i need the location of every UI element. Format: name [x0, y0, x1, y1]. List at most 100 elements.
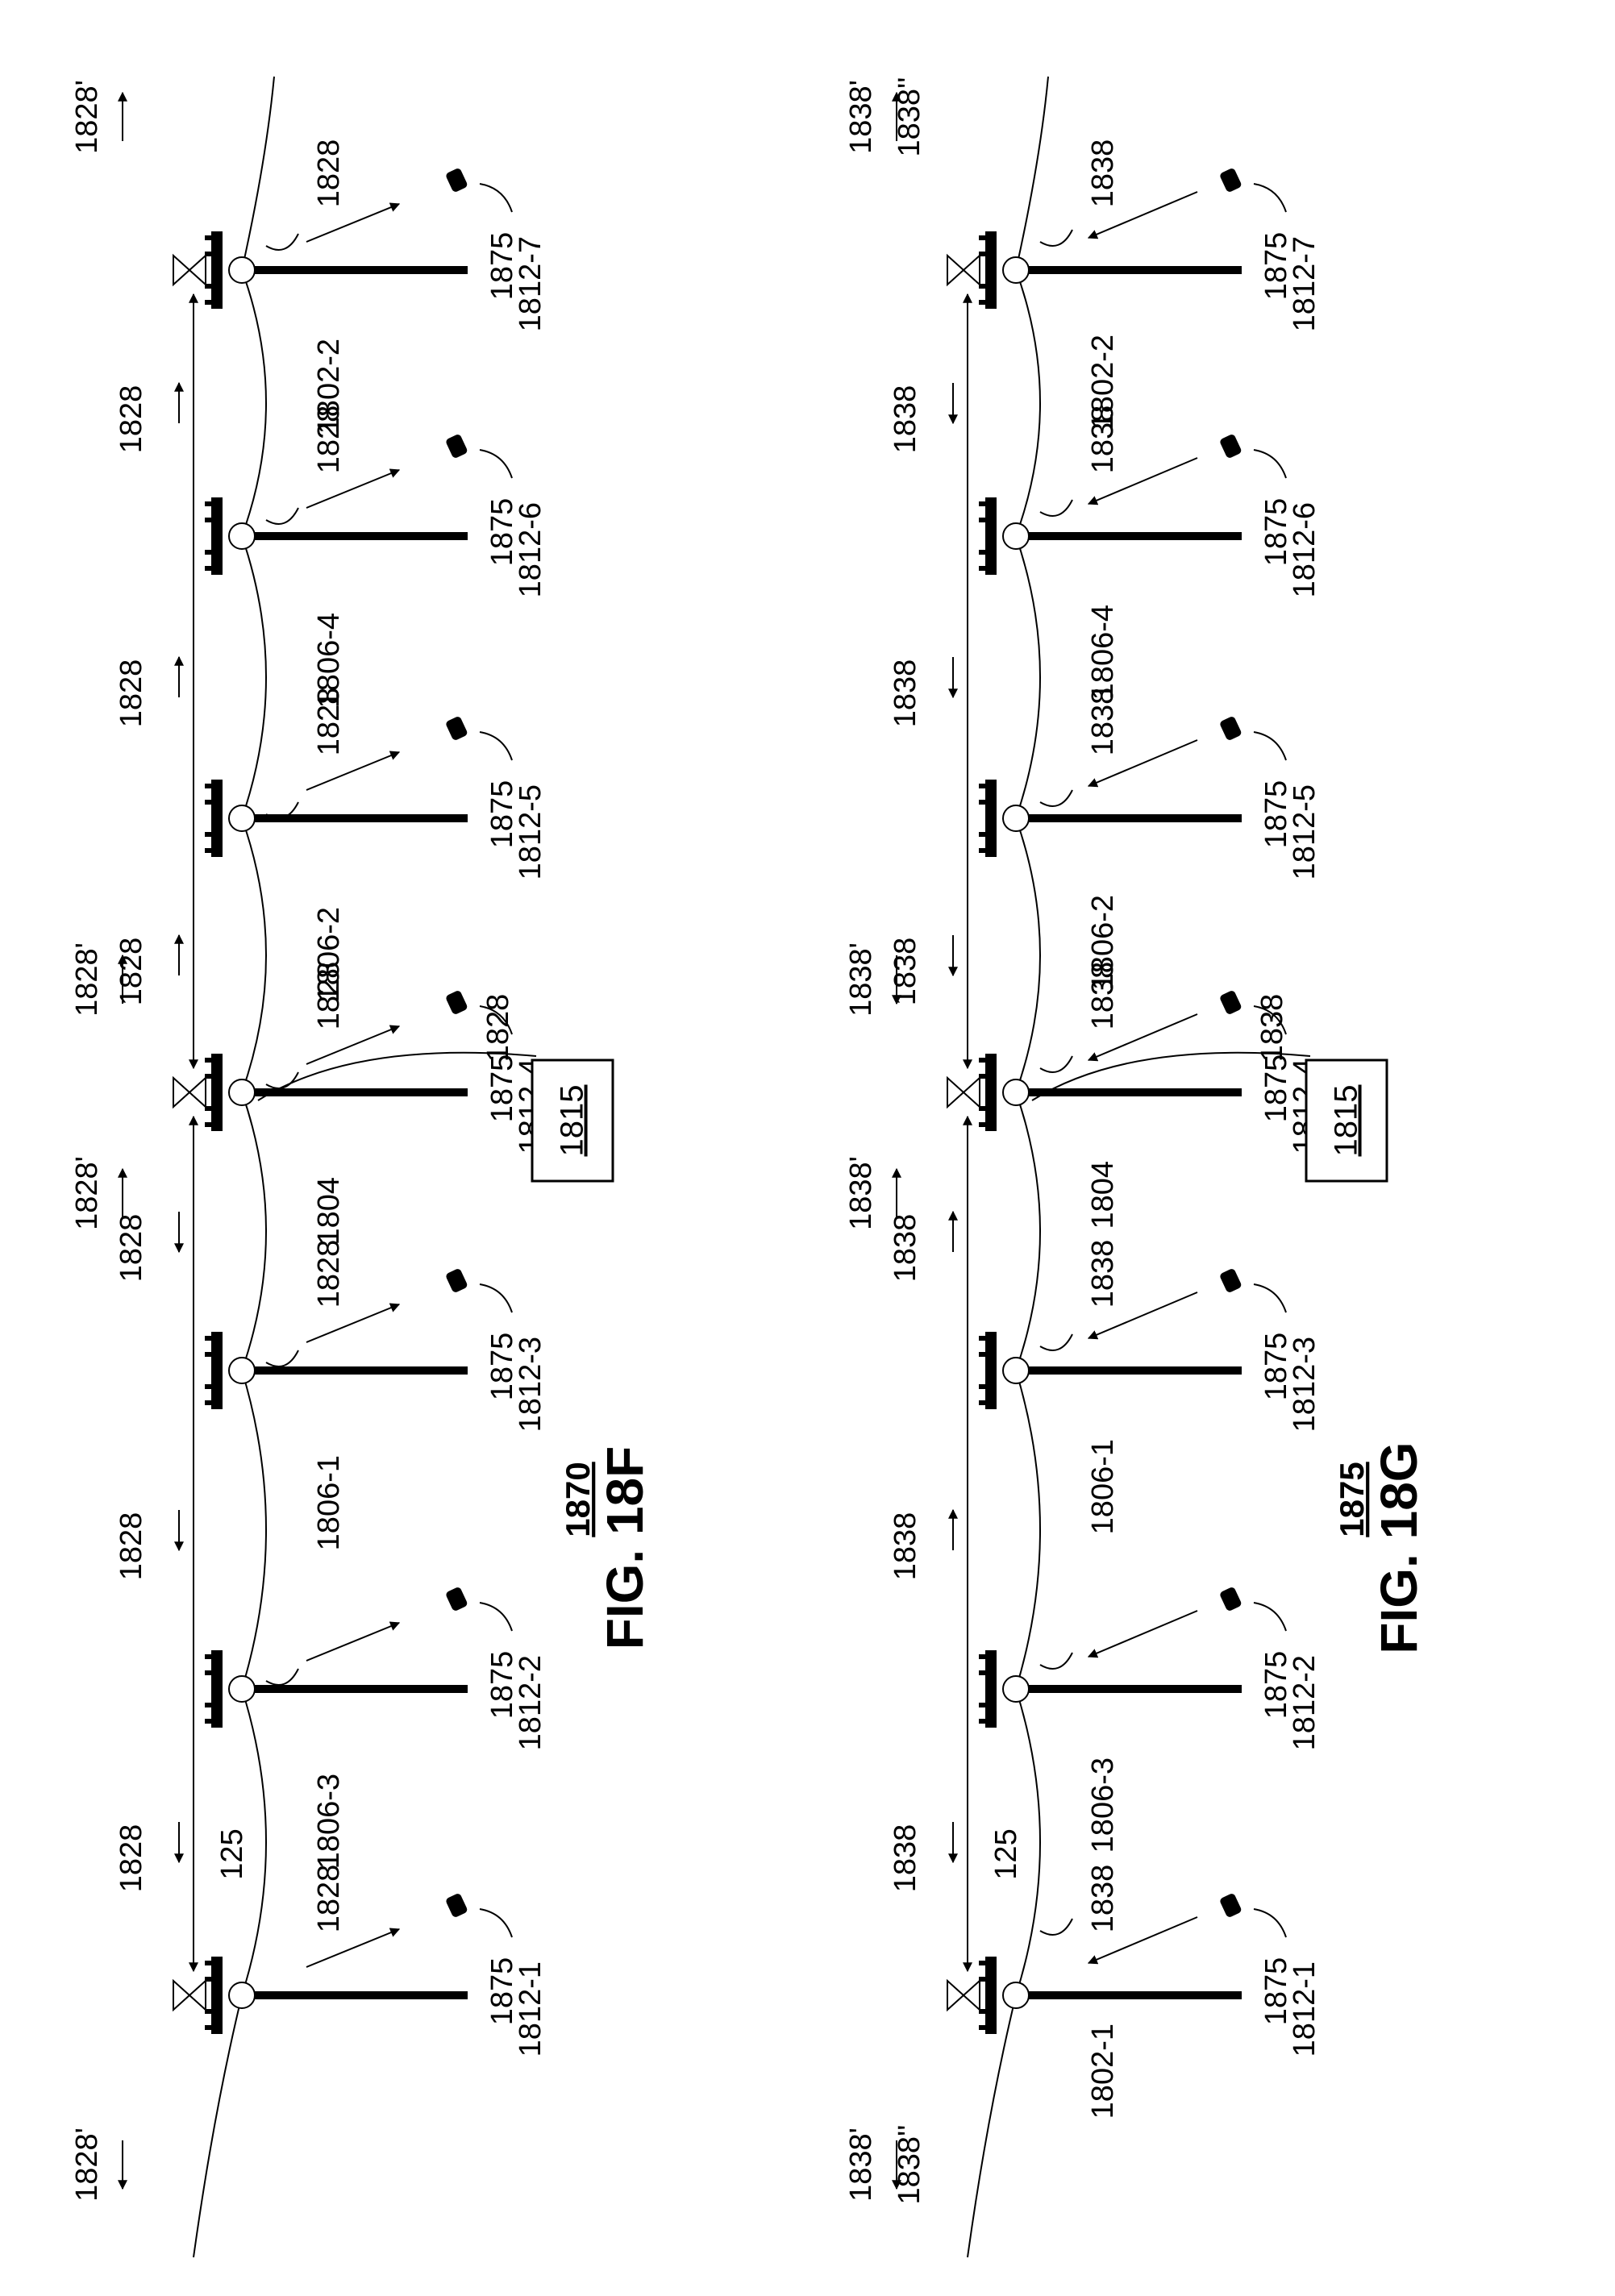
- node-label: 1806-2: [312, 907, 346, 1002]
- mobile-device-icon: [1220, 1269, 1242, 1292]
- node-label: 1806-4: [1086, 605, 1120, 700]
- insulator: [205, 832, 213, 837]
- node-label: 1802-1: [1086, 2024, 1120, 2119]
- insulator: [205, 252, 213, 256]
- signal-arrow: [1087, 1013, 1198, 1062]
- mobile-device-icon: [446, 1587, 468, 1611]
- segment-signal-label: 1838: [889, 938, 922, 1006]
- leader-line: [265, 1350, 299, 1367]
- insulator: [205, 848, 213, 853]
- pole-shaft: [255, 1991, 468, 1999]
- line-label: 125: [215, 1828, 249, 1879]
- insulator: [979, 1719, 987, 1724]
- insulator: [979, 848, 987, 853]
- crossarm: [211, 1957, 223, 2034]
- leader-line: [479, 1005, 513, 1035]
- utility-pole: 1875: [979, 231, 1293, 309]
- mobile-device-icon: [446, 1894, 468, 1917]
- signal-label: 1838: [1086, 1240, 1120, 1308]
- mobile-device-icon: [446, 1269, 468, 1292]
- insulator: [979, 518, 987, 522]
- leader-line: [1039, 1055, 1073, 1073]
- signal-arrow: [306, 1928, 401, 1968]
- crossarm: [211, 231, 223, 309]
- antenna-node-icon: [1002, 256, 1030, 284]
- insulator: [979, 1336, 987, 1341]
- power-line: [193, 76, 275, 2258]
- node-label: 1802-2: [1086, 335, 1120, 430]
- leader-line: [1253, 731, 1287, 761]
- backhaul-label: 1838': [844, 1156, 878, 1230]
- controller-box-label: 1815: [1329, 1085, 1364, 1157]
- node-label: 1802-2: [312, 339, 346, 434]
- insulator: [979, 2025, 987, 2030]
- insulator: [979, 300, 987, 305]
- pole-label: 1875: [485, 232, 519, 301]
- insulator: [979, 284, 987, 289]
- antenna-node-icon: [228, 1079, 256, 1106]
- crossarm: [985, 1957, 997, 2034]
- device-label: 1812-6: [1288, 502, 1322, 597]
- insulator: [205, 518, 213, 522]
- crossarm: [211, 780, 223, 857]
- pole-label: 1875: [1259, 1957, 1293, 2026]
- signal-label: 1828: [312, 406, 346, 474]
- insulator: [979, 800, 987, 805]
- insulator: [205, 1654, 213, 1659]
- backhaul-label: 1828': [70, 942, 104, 1017]
- antenna-node-icon: [228, 522, 256, 550]
- device-label: 1812-1: [1288, 1961, 1322, 2057]
- mobile-device-icon: [1220, 168, 1242, 192]
- insulator: [979, 1352, 987, 1357]
- pole-shaft: [1029, 814, 1242, 822]
- insulator: [979, 235, 987, 240]
- backhaul-label: 1828': [70, 80, 104, 154]
- signal-label: 1828: [312, 962, 346, 1030]
- mobile-device-icon: [1220, 1894, 1242, 1917]
- segment-signal-label: 1838: [889, 1824, 922, 1893]
- pole-shaft: [255, 266, 468, 274]
- device-label: 1812-5: [1288, 784, 1322, 880]
- node-label: 1806-2: [1086, 895, 1120, 990]
- controller-box: [531, 1059, 614, 1183]
- connector-icon: [173, 253, 206, 287]
- crossarm: [985, 1054, 997, 1131]
- leader-line: [1253, 1908, 1287, 1938]
- insulator: [205, 1400, 213, 1405]
- utility-pole: 1875: [205, 780, 519, 857]
- controller-link: [257, 1051, 537, 1101]
- mobile-device-icon: [1220, 717, 1242, 740]
- node-label: 1804: [1086, 1161, 1120, 1229]
- insulator: [205, 784, 213, 788]
- leader-line: [265, 507, 299, 525]
- signal-arrow: [1087, 1292, 1198, 1340]
- pole-label: 1875: [485, 1333, 519, 1401]
- insulator: [205, 235, 213, 240]
- crossarm: [211, 1054, 223, 1131]
- insulator: [979, 1106, 987, 1111]
- line-label: 125: [989, 1828, 1023, 1879]
- leader-line: [1039, 499, 1073, 517]
- signal-arrow: [306, 1621, 401, 1662]
- insulator: [979, 832, 987, 837]
- crossarm: [211, 497, 223, 575]
- insulator: [205, 1719, 213, 1724]
- leader-line: [1039, 1652, 1073, 1670]
- leader-line: [1253, 1005, 1287, 1035]
- mobile-device-icon: [446, 435, 468, 458]
- pole-label: 1875: [485, 1054, 519, 1123]
- device-label: 1812-3: [514, 1337, 547, 1432]
- segment-signal-label: 1828: [114, 1512, 148, 1581]
- antenna-node-icon: [1002, 1079, 1030, 1106]
- pole-shaft: [255, 1088, 468, 1096]
- utility-pole: 1875: [205, 1650, 519, 1728]
- node-label: 1806-4: [312, 613, 346, 708]
- insulator: [979, 1961, 987, 1965]
- pole-label: 1875: [1259, 1054, 1293, 1123]
- signal-label: 1838: [1086, 139, 1120, 208]
- figure-ref: 1875: [1333, 1462, 1371, 1537]
- antenna-node-icon: [228, 1675, 256, 1703]
- backhaul-label-secondary: 1838'': [893, 2124, 926, 2204]
- figure-ref: 1870: [559, 1462, 597, 1537]
- device-label: 1812-3: [1288, 1337, 1322, 1432]
